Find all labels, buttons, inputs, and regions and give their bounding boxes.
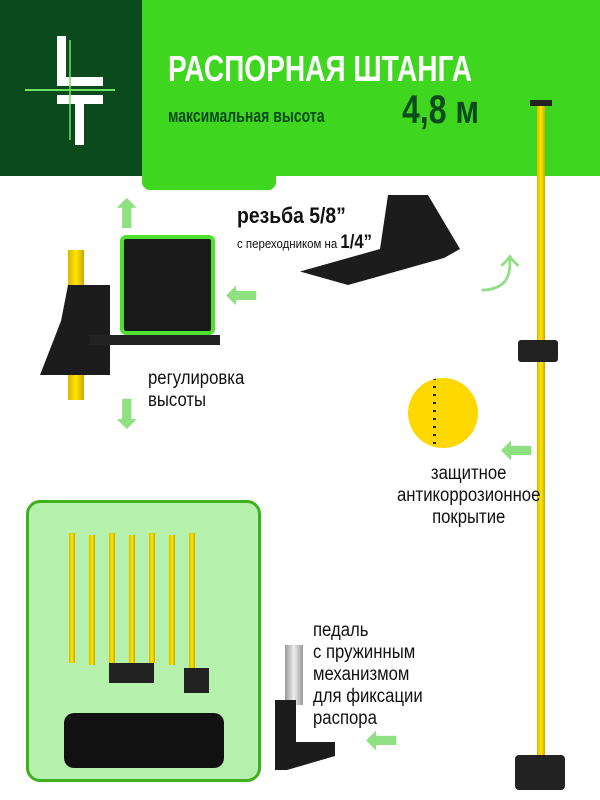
subtitle: максимальная высота (168, 106, 325, 126)
pedal-rod (285, 645, 303, 705)
pole-top-cap (530, 100, 552, 106)
clamp-bracket (40, 285, 110, 375)
title-banner (142, 0, 600, 176)
laser-level (120, 235, 215, 335)
pole-foot-pedal (515, 755, 565, 790)
pedal-line: механизмом (313, 664, 410, 685)
arrow-left-icon: ⬅ (365, 718, 399, 762)
pole-section (149, 533, 155, 663)
pedal-line: распора (313, 708, 377, 729)
lt-logo-icon (25, 36, 115, 145)
pedal-line: для фиксации (313, 686, 423, 707)
mount-arm (90, 335, 220, 345)
kit-contents-box (26, 500, 261, 782)
thread-title: резьба 5/8” (237, 203, 346, 228)
coating-line: антикоррозионное (397, 485, 541, 506)
arrow-left-icon: ⬅ (225, 273, 259, 317)
max-height-value: 4,8 м (402, 88, 480, 132)
thread-adapter-size: 1/4” (340, 232, 373, 253)
pole-section (69, 533, 75, 663)
thread-adapter: с переходником на 1/4” (237, 232, 372, 255)
arrow-down-icon: ⬇ (110, 393, 144, 437)
pedal-label: педаль с пружинным механизмом для фиксац… (313, 620, 423, 730)
pole-section (109, 533, 115, 663)
height-adjust-line: регулировка (148, 368, 245, 389)
pole-section (169, 535, 175, 665)
arrow-curve-icon: ⤴ (480, 253, 520, 297)
carry-bag (64, 713, 224, 768)
pole-section (189, 533, 195, 683)
arrow-up-icon: ⬆ (110, 193, 144, 237)
coating-label: защитное антикоррозионное покрытие (397, 463, 540, 529)
bracket-part (109, 663, 154, 683)
pole-section (129, 535, 135, 665)
coating-line: покрытие (432, 507, 506, 528)
logo-block (0, 0, 142, 176)
height-adjust-label: регулировка высоты (148, 368, 244, 412)
pedal-line: с пружинным (313, 642, 416, 663)
foot-part (184, 668, 209, 693)
height-adjust-line: высоты (148, 390, 207, 411)
arrow-left-icon: ⬅ (500, 428, 534, 472)
thread-adapter-prefix: с переходником на (237, 236, 338, 251)
banner-tab (142, 150, 276, 190)
pole-section (89, 535, 95, 665)
pole-mount-clamp (518, 340, 558, 362)
coating-line: защитное (430, 463, 507, 484)
ruler-closeup (408, 378, 478, 448)
pedal-line: педаль (313, 620, 369, 641)
page-title: РАСПОРНАЯ ШТАНГА (168, 48, 473, 89)
telescopic-pole (537, 100, 545, 760)
